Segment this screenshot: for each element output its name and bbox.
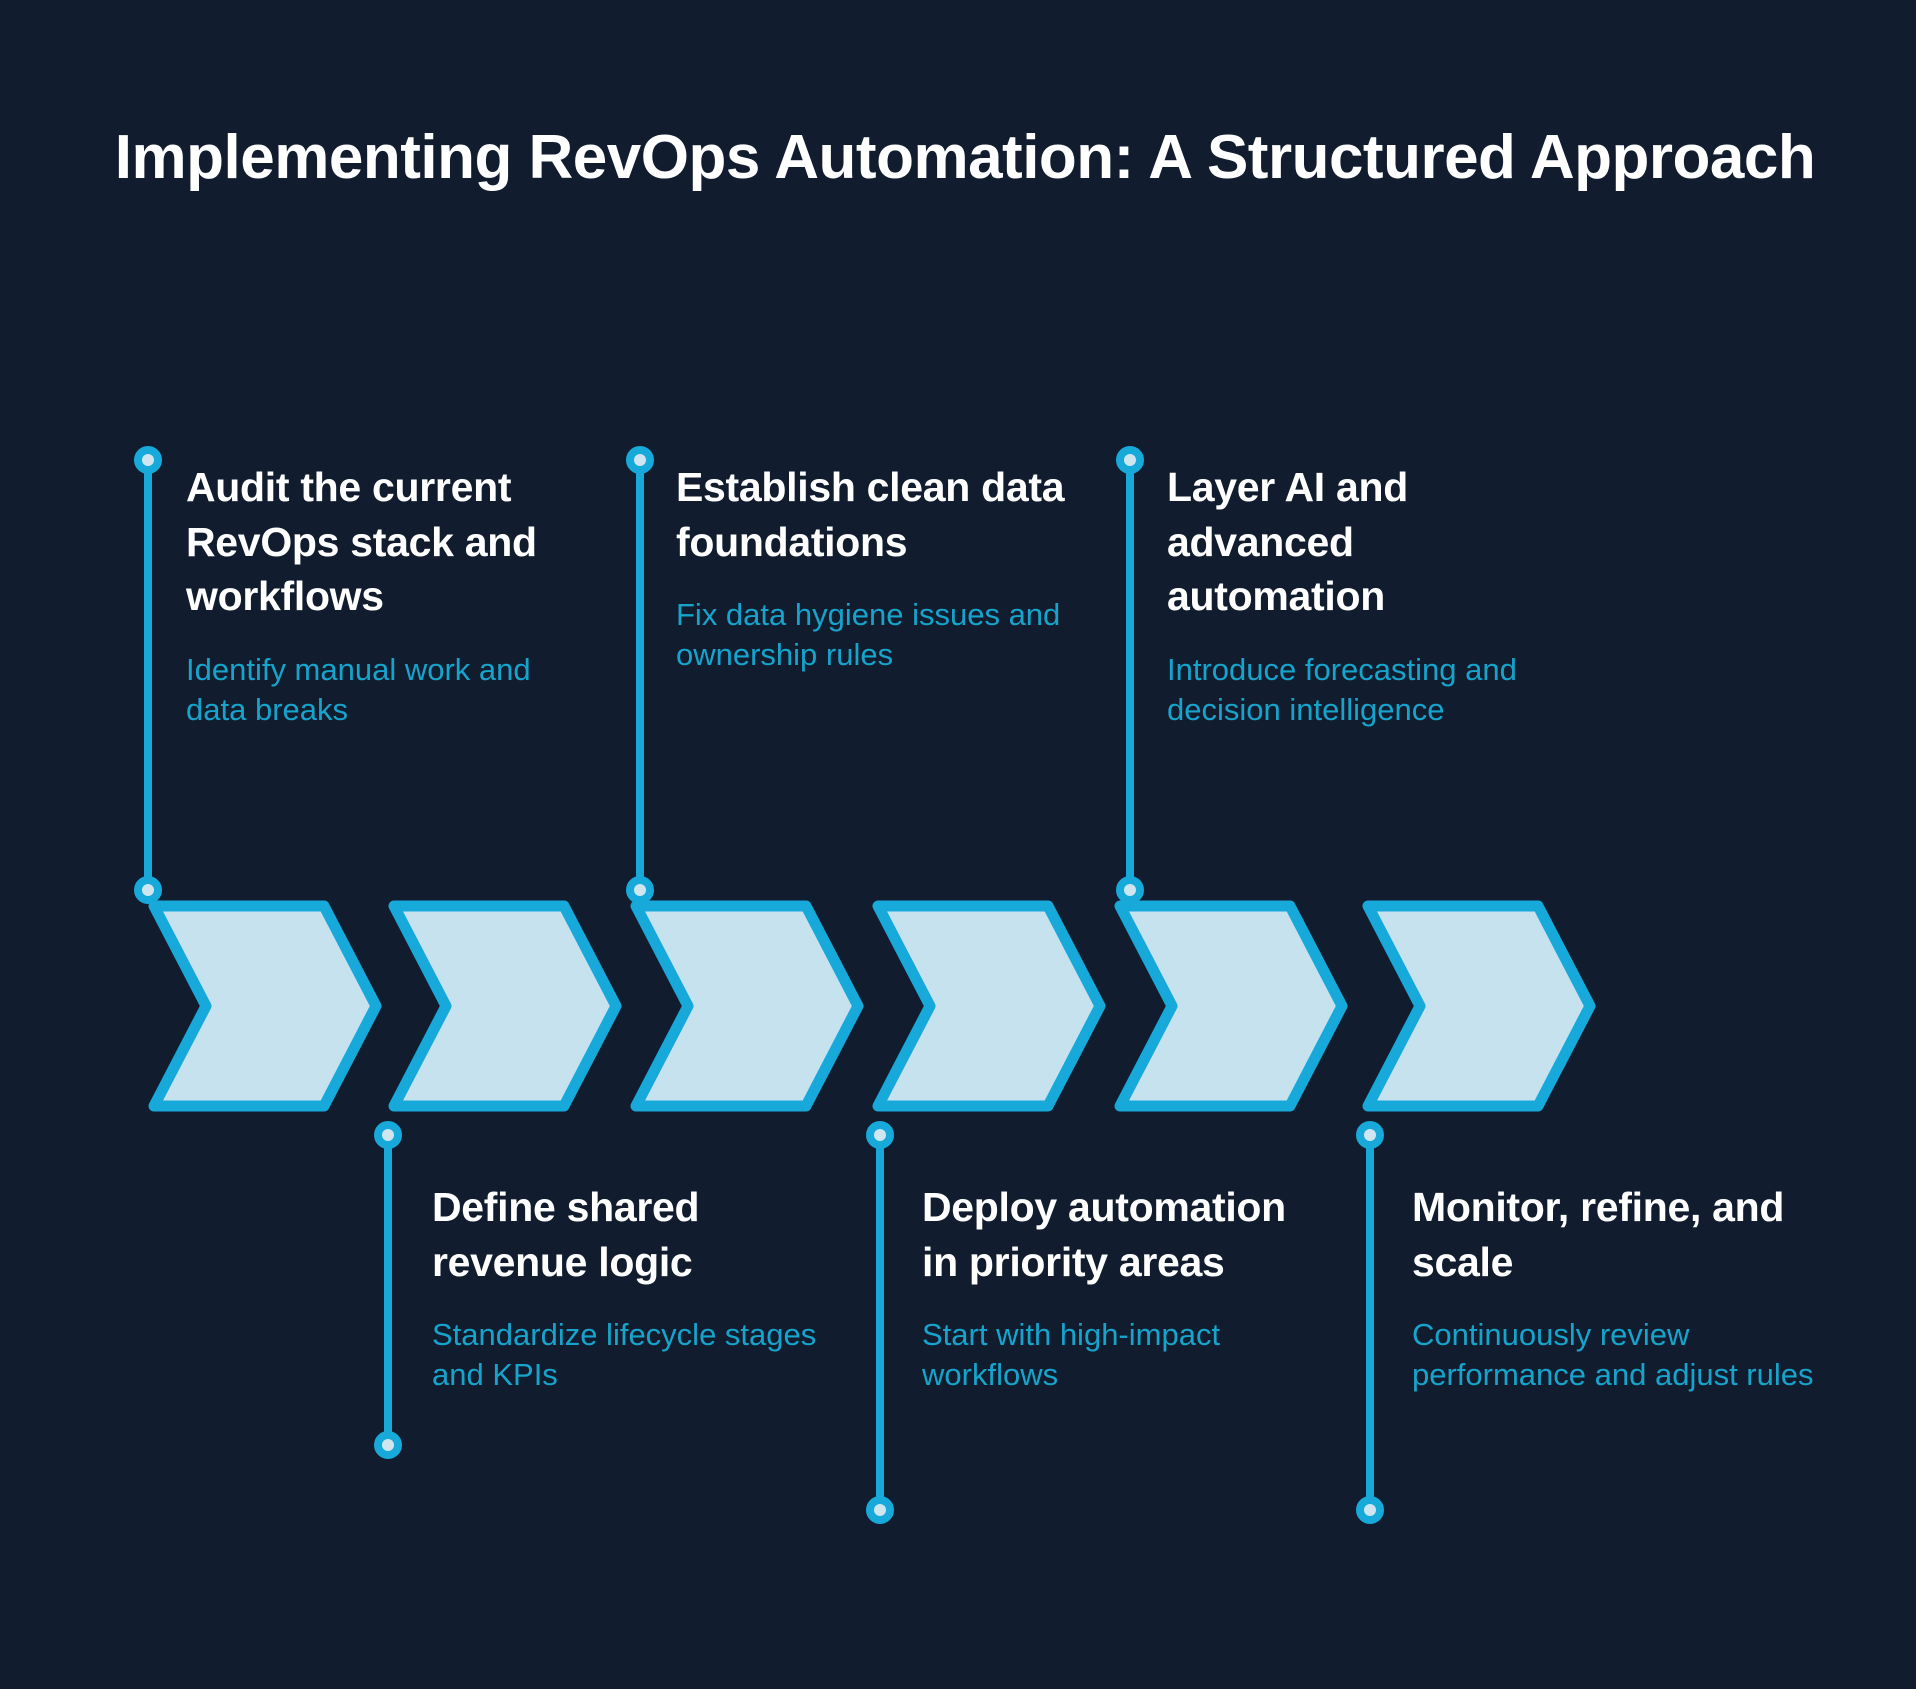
step-subtitle-3: Fix data hygiene issues and ownership ru… — [676, 597, 1061, 673]
chevron-band — [0, 900, 1916, 1115]
step-subtitle-1: Identify manual work and data breaks — [186, 651, 531, 727]
connector-line-step-6 — [1366, 1135, 1374, 1510]
chevron-step-3 — [630, 900, 864, 1112]
step-text-2: Define shared revenue logic Standardize … — [432, 1180, 832, 1396]
step-title-2: Define shared revenue logic — [432, 1184, 700, 1285]
step-text-3: Establish clean data foundations Fix dat… — [676, 460, 1076, 676]
connector-node-top-step-6 — [1356, 1121, 1384, 1149]
connector-line-step-3 — [636, 460, 644, 890]
step-title-1: Audit the current RevOps stack and workf… — [186, 464, 537, 620]
connector-node-bottom-step-4 — [866, 1496, 894, 1524]
connector-line-step-1 — [144, 460, 152, 890]
page-title: Implementing RevOps Automation: A Struct… — [114, 123, 1816, 192]
connector-line-step-5 — [1126, 460, 1134, 890]
connector-node-top-step-1 — [134, 446, 162, 474]
step-text-5: Layer AI and advanced automation Introdu… — [1167, 460, 1567, 730]
chevron-step-2 — [388, 900, 622, 1112]
chevron-step-1 — [148, 900, 382, 1112]
connector-node-top-step-2 — [374, 1121, 402, 1149]
step-subtitle-6: Continuously review performance and adju… — [1412, 1317, 1814, 1393]
connector-line-step-2 — [384, 1135, 392, 1445]
connector-node-bottom-step-3 — [626, 876, 654, 904]
connector-node-bottom-step-6 — [1356, 1496, 1384, 1524]
chevron-step-5 — [1114, 900, 1348, 1112]
connector-node-bottom-step-2 — [374, 1431, 402, 1459]
step-title-6: Monitor, refine, and scale — [1412, 1184, 1785, 1285]
connector-node-top-step-5 — [1116, 446, 1144, 474]
step-subtitle-5: Introduce forecasting and decision intel… — [1167, 651, 1517, 727]
step-text-4: Deploy automation in priority areas Star… — [922, 1180, 1322, 1396]
connector-line-step-4 — [876, 1135, 884, 1510]
step-title-5: Layer AI and advanced automation — [1167, 464, 1408, 620]
step-subtitle-4: Start with high-impact workflows — [922, 1317, 1221, 1393]
step-text-1: Audit the current RevOps stack and workf… — [186, 460, 586, 730]
connector-node-bottom-step-1 — [134, 876, 162, 904]
connector-node-bottom-step-5 — [1116, 876, 1144, 904]
step-subtitle-2: Standardize lifecycle stages and KPIs — [432, 1317, 817, 1393]
chevron-step-4 — [872, 900, 1106, 1112]
chevron-step-6 — [1362, 900, 1596, 1112]
connector-node-top-step-4 — [866, 1121, 894, 1149]
connector-node-top-step-3 — [626, 446, 654, 474]
step-text-6: Monitor, refine, and scale Continuously … — [1412, 1180, 1832, 1396]
step-title-3: Establish clean data foundations — [676, 464, 1065, 565]
step-title-4: Deploy automation in priority areas — [922, 1184, 1286, 1285]
